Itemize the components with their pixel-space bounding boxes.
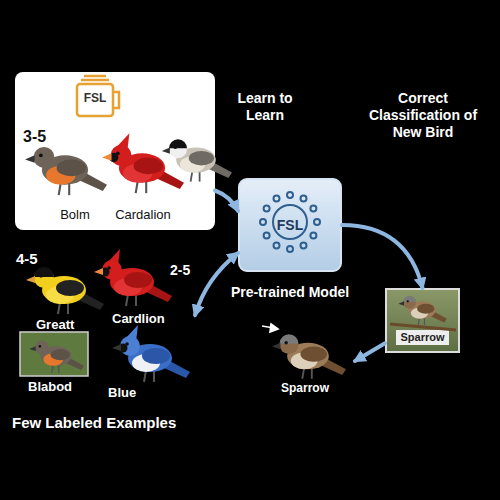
sparrow-photo-bird bbox=[398, 290, 446, 325]
bird-name: Sparrow bbox=[396, 330, 449, 345]
few-examples-group: 4-5Greatt 2-5CardlionBlabod BlueFew Labele… bbox=[12, 248, 195, 440]
result-photo: Sparrow bbox=[385, 288, 460, 353]
chickadee-bird bbox=[162, 130, 232, 181]
flow-arrow bbox=[195, 253, 238, 315]
new-bird: Sparrow bbox=[255, 335, 355, 400]
count-label: 2-5 bbox=[170, 262, 190, 278]
model-icon bbox=[260, 192, 320, 252]
bird-name: Cardlion bbox=[112, 312, 165, 327]
group-caption: Few Labeled Examples bbox=[12, 414, 176, 431]
flow-arrow bbox=[215, 191, 238, 211]
arrow-label: Correct Classification of New Bird bbox=[368, 90, 478, 140]
robin-photo bbox=[20, 332, 88, 376]
fsl-icon bbox=[77, 76, 119, 116]
flow-arrow bbox=[355, 343, 385, 361]
goldfinch-bird bbox=[26, 257, 104, 314]
count-label: 4-5 bbox=[16, 250, 38, 267]
examples-panel: FSL 3-5BolmCardalion bbox=[15, 72, 215, 230]
icon-label: FSL bbox=[240, 217, 340, 233]
count-label: 3-5 bbox=[23, 128, 46, 146]
bird-name: Sparrow bbox=[275, 382, 335, 396]
arrow-label: Learn to Learn bbox=[228, 90, 302, 124]
model-box: FSLPre-trained Model bbox=[238, 178, 342, 272]
bluejay-bird bbox=[112, 325, 190, 382]
bird-name: Bolm bbox=[37, 208, 113, 223]
bird-name: Blabod bbox=[28, 380, 72, 395]
robin-bird bbox=[25, 135, 107, 195]
cardinal-bird bbox=[102, 133, 184, 193]
sparrow-bird bbox=[272, 325, 346, 379]
branch bbox=[390, 324, 456, 330]
bird-name: Blue bbox=[108, 386, 136, 401]
bird-name: Cardalion bbox=[103, 208, 183, 223]
cardinal-bird bbox=[94, 249, 172, 306]
model-caption: Pre-trained Model bbox=[218, 284, 362, 300]
robin-bird bbox=[29, 333, 84, 373]
bird-name: Greatt bbox=[36, 318, 74, 333]
flow-arrow bbox=[342, 225, 423, 288]
icon-label: FSL bbox=[75, 92, 115, 106]
pointer-arrow bbox=[262, 324, 278, 332]
